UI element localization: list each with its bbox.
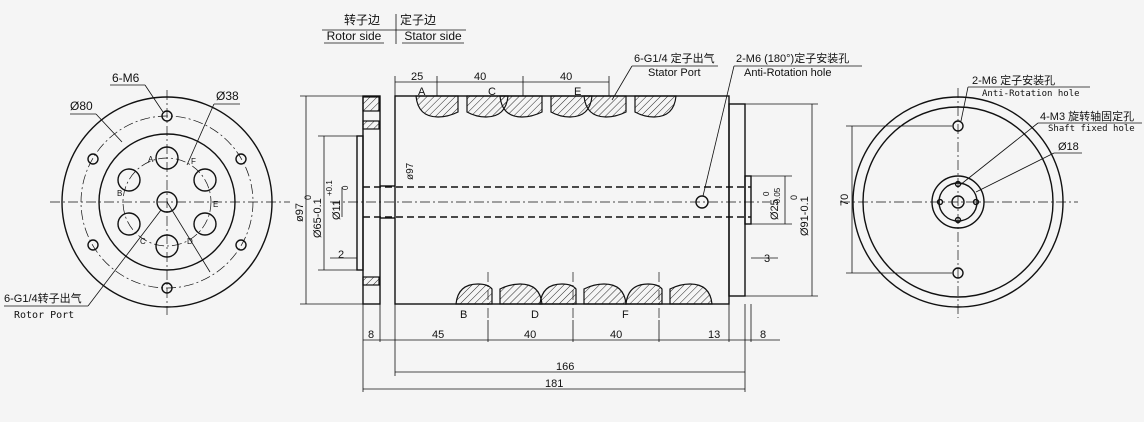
dia-80-label: Ø80 bbox=[70, 99, 93, 113]
len-181: 181 bbox=[545, 378, 563, 390]
port-label-b-side: B bbox=[460, 309, 467, 321]
dim-40-top-2: 40 bbox=[560, 71, 572, 83]
dim-3: 3 bbox=[764, 253, 770, 265]
dia-25: Ø25 bbox=[769, 199, 781, 220]
stator-end-view: 70 2-M6 定子安装孔 Anti-Rotation hole 4-M3 旋转… bbox=[839, 73, 1142, 318]
dia-11-tol-top: +0.1 bbox=[325, 180, 334, 196]
dia-18-label: Ø18 bbox=[1058, 141, 1079, 153]
side-legend: 转子边 定子边 Rotor side Stator side bbox=[322, 12, 466, 44]
anti-rotation-cn: 2-M6 (180°)定子安装孔 bbox=[736, 51, 849, 65]
stator-side-en: Stator side bbox=[404, 29, 462, 43]
dim-40-bot-2: 40 bbox=[610, 329, 622, 341]
dia-11-tol-bot: 0 bbox=[341, 185, 350, 190]
port-label-e-side: E bbox=[574, 86, 581, 98]
shaft-hole-en: Shaft fixed hole bbox=[1048, 124, 1135, 134]
dim-40-top-1: 40 bbox=[474, 71, 486, 83]
dia-65: Ø65-0.1 bbox=[312, 198, 324, 238]
dia-91: Ø91-0.1 bbox=[799, 196, 811, 236]
anti-rotation-en: Anti-Rotation hole bbox=[744, 67, 831, 79]
stator-port-en: Stator Port bbox=[648, 67, 701, 79]
dia-97-outer: ø97 bbox=[294, 203, 306, 222]
dim-70: 70 bbox=[839, 194, 851, 206]
top-port-sections bbox=[415, 95, 677, 118]
dim-40-bot-1: 40 bbox=[524, 329, 536, 341]
port-label-d-side: D bbox=[531, 309, 539, 321]
dia-11: Ø11 bbox=[331, 200, 343, 220]
port-label-a-side: A bbox=[418, 86, 426, 98]
dim-45: 45 bbox=[432, 329, 444, 341]
dim-2: 2 bbox=[338, 249, 344, 261]
len-166: 166 bbox=[556, 361, 574, 373]
port-hole-pattern bbox=[117, 146, 217, 258]
dia-65-tol: 0 bbox=[303, 195, 313, 200]
side-section-view: A C E B D F 25 40 40 6-G1/4 定子出气 Stator … bbox=[294, 51, 862, 392]
rotor-port-en: Rotor Port bbox=[14, 310, 74, 321]
bolt-callout: 6-M6 bbox=[112, 71, 140, 85]
dim-25-top: 25 bbox=[411, 71, 423, 83]
dia-25-tol-top: 0 bbox=[762, 191, 771, 196]
anti-rotation-en-right: Anti-Rotation hole bbox=[982, 89, 1080, 99]
port-label-f: F bbox=[191, 157, 196, 166]
bottom-port-sections bbox=[455, 283, 713, 305]
port-label-c-side: C bbox=[488, 86, 496, 98]
shaft-hole-cn: 4-M3 旋转轴固定孔 bbox=[1040, 109, 1134, 123]
port-label-b: B bbox=[117, 189, 122, 198]
rotor-port-cn: 6-G1/4转子出气 bbox=[4, 291, 82, 305]
dim-13: 13 bbox=[708, 329, 720, 341]
dia-91-tol: 0 bbox=[789, 195, 799, 200]
dia-97-inner: ø97 bbox=[405, 162, 416, 180]
port-label-e: E bbox=[213, 200, 218, 209]
rotor-side-en: Rotor side bbox=[327, 29, 382, 43]
dim-8-left: 8 bbox=[368, 329, 374, 341]
stator-port-cn: 6-G1/4 定子出气 bbox=[634, 51, 715, 65]
rotor-end-view: A B C D E F 6-M6 Ø80 Ø38 6-G1/4转子出气 Roto… bbox=[4, 71, 290, 321]
port-label-d: D bbox=[187, 237, 193, 246]
dia-25-tol-bot: -0.05 bbox=[773, 187, 782, 206]
rotor-side-cn: 转子边 bbox=[344, 12, 380, 27]
anti-rotation-cn-right: 2-M6 定子安装孔 bbox=[972, 73, 1055, 87]
stator-side-cn: 定子边 bbox=[400, 12, 436, 27]
dim-8-right: 8 bbox=[760, 329, 766, 341]
port-label-c: C bbox=[140, 237, 146, 246]
port-label-f-side: F bbox=[622, 309, 629, 321]
port-label-a: A bbox=[148, 155, 154, 164]
dia-38-label: Ø38 bbox=[216, 89, 239, 103]
bolt-hole-pattern bbox=[87, 110, 247, 294]
